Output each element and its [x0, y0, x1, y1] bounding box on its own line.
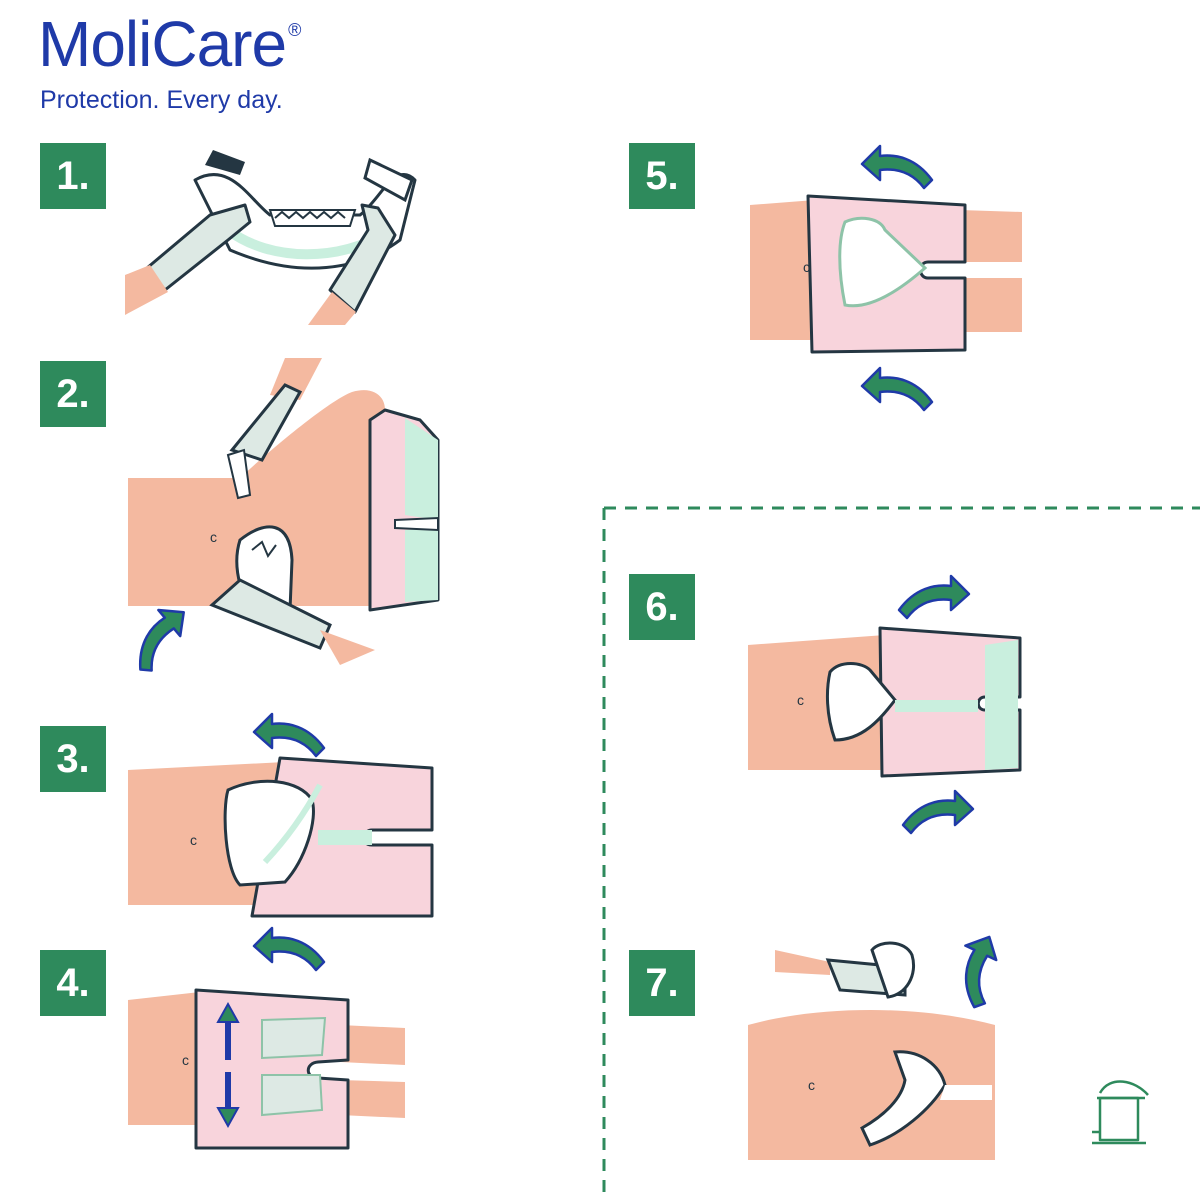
svg-text:c: c	[182, 1052, 189, 1068]
step-3-illustration: c	[128, 756, 434, 918]
step-7-badge: 7.	[629, 950, 695, 1016]
step-1-badge: 1.	[40, 143, 106, 209]
svg-text:c: c	[190, 832, 197, 848]
arrow-icon	[117, 597, 201, 677]
step-1-illustration	[125, 150, 417, 325]
brand-tagline: Protection. Every day.	[40, 86, 283, 114]
arrow-icon	[897, 574, 971, 620]
step-5-badge: 5.	[629, 143, 695, 209]
svg-text:c: c	[210, 529, 217, 545]
arrow-icon	[860, 144, 934, 190]
svg-text:c: c	[803, 259, 810, 275]
step-2-illustration: c	[128, 358, 440, 665]
step-4-badge: 4.	[40, 950, 106, 1016]
step-2-badge: 2.	[40, 361, 106, 427]
arrow-icon	[252, 712, 326, 758]
brand-name: MoliCare	[38, 8, 287, 80]
step-6-badge: 6.	[629, 574, 695, 640]
trash-bin-icon	[1092, 1080, 1149, 1145]
step-3-badge: 3.	[40, 726, 106, 792]
registered-mark: ®	[288, 20, 302, 40]
svg-text:c: c	[808, 1077, 815, 1093]
step-7-illustration: c	[748, 941, 995, 1160]
svg-text:c: c	[797, 692, 804, 708]
arrow-icon	[860, 366, 934, 412]
brand-logo: MoliCare®	[38, 12, 301, 76]
arrow-icon	[252, 926, 326, 972]
arrow-icon	[942, 928, 1013, 1012]
step-4-illustration: c	[128, 988, 405, 1150]
step-6-illustration: c	[748, 626, 1022, 778]
dashed-separator	[602, 506, 1200, 1200]
step-5-illustration: c	[750, 194, 1022, 354]
arrow-icon	[901, 789, 975, 835]
